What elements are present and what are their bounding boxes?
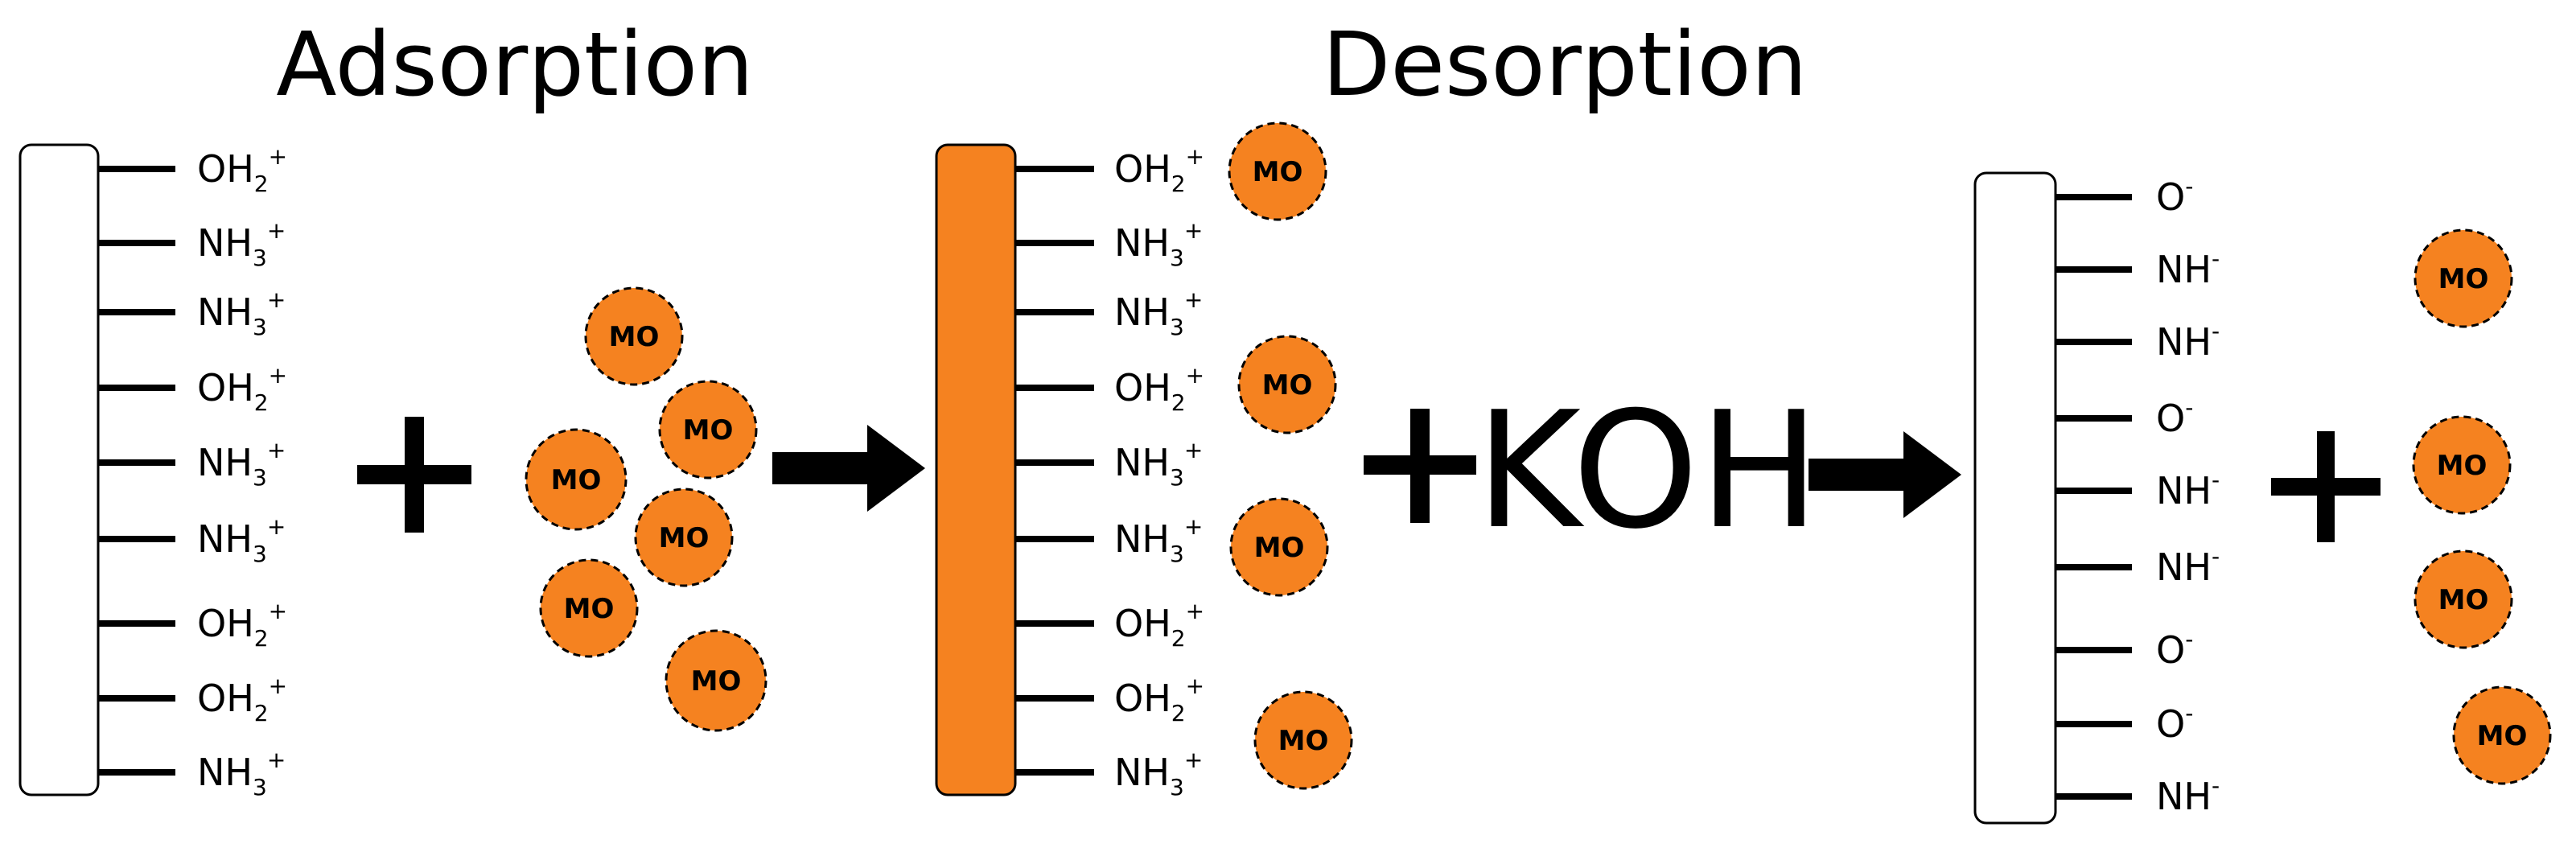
mo-molecule: MO: [525, 428, 628, 531]
plus-sign-3: [2271, 431, 2381, 542]
functional-group-label: NH3+: [1114, 437, 1203, 491]
mo-label: MO: [1253, 156, 1303, 188]
functional-group-label: NH-: [2156, 467, 2220, 512]
mo-label: MO: [2477, 720, 2528, 752]
mo-molecule: MO: [1229, 497, 1329, 597]
mo-label: MO: [609, 321, 660, 353]
reagent-koh: KOH: [1475, 377, 1820, 565]
functional-group-label: NH-: [2156, 772, 2220, 818]
functional-group-label: NH3+: [197, 217, 286, 271]
mo-molecule: MO: [2452, 685, 2552, 785]
plus-sign-2: [1364, 409, 1476, 523]
functional-group-label: NH3+: [197, 286, 286, 340]
functional-group-label: NH3+: [1114, 286, 1203, 340]
surface-regenerated-bar: [1973, 171, 2057, 825]
title-adsorption: Adsorption: [276, 13, 754, 116]
mo-molecule: MO: [2412, 415, 2512, 515]
functional-group-label: O-: [2156, 394, 2193, 440]
adsorbed-mo-group: MO MO MO MO: [1228, 121, 1353, 790]
mo-label: MO: [551, 464, 602, 496]
functional-group-label: OH2+: [1114, 673, 1204, 726]
functional-group-label: OH2+: [197, 673, 287, 726]
mo-molecule: MO: [2413, 228, 2513, 328]
functional-group-label: NH3+: [197, 513, 286, 567]
mo-label: MO: [2437, 450, 2488, 482]
functional-group-label: OH2+: [1114, 362, 1204, 416]
mo-label: MO: [1254, 532, 1305, 564]
functional-group-label: OH2+: [197, 362, 287, 416]
functional-group-label: O-: [2156, 626, 2193, 672]
functional-group-label: O-: [2156, 700, 2193, 746]
functional-group-label: OH2+: [1114, 143, 1204, 197]
functional-group-label: NH3+: [1114, 217, 1203, 271]
title-desorption: Desorption: [1323, 13, 1808, 116]
functional-group-label: OH2+: [197, 143, 287, 197]
mo-label: MO: [691, 665, 742, 698]
mo-label: MO: [2438, 263, 2489, 295]
mo-label: MO: [1262, 369, 1313, 401]
functional-group-label: OH2+: [197, 598, 287, 652]
mo-molecule: MO: [1237, 335, 1337, 434]
mo-molecule: MO: [665, 629, 767, 732]
surface-loaded-bar: [935, 143, 1017, 796]
mo-label: MO: [564, 593, 615, 625]
surface-fresh: OH2+ NH3+ NH3+ OH2+ NH3+ NH3+ OH2+ OH2+ NH3+: [19, 143, 287, 800]
mo-label: MO: [683, 414, 734, 447]
functional-group-label: NH3+: [1114, 747, 1203, 800]
mo-molecule: MO: [1253, 690, 1353, 790]
functional-group-label: NH-: [2156, 543, 2220, 589]
functional-group-label: OH2+: [1114, 598, 1204, 652]
arrow-adsorb: [772, 425, 925, 512]
functional-group-label: O-: [2156, 173, 2193, 219]
surface-fresh-bar: [19, 143, 100, 796]
plus-sign-1: [357, 417, 471, 533]
surface-loaded: OH2+ NH3+ NH3+ OH2+ NH3+ NH3+ OH2+ OH2+ NH3+: [935, 143, 1204, 800]
functional-group-label: NH3+: [197, 437, 286, 491]
released-mo-group: MO MO MO MO: [2412, 228, 2552, 785]
mo-molecule: MO: [1228, 121, 1327, 221]
mo-molecule: MO: [634, 488, 734, 587]
functional-group-label: NH3+: [1114, 513, 1203, 567]
arrow-desorb: [1809, 431, 1961, 518]
mo-label: MO: [659, 522, 710, 554]
mo-molecule: MO: [2413, 549, 2513, 649]
functional-group-label: NH3+: [197, 747, 286, 800]
mo-molecule: MO: [539, 558, 639, 658]
functional-group-label: NH-: [2156, 245, 2220, 291]
mo-molecule: MO: [584, 286, 684, 386]
mo-label: MO: [1278, 725, 1329, 757]
surface-regenerated: O- NH- NH- O- NH- NH- O- O- NH-: [1973, 171, 2220, 825]
free-mo-cluster: MO MO MO MO MO MO: [525, 286, 767, 732]
functional-group-label: NH-: [2156, 318, 2220, 364]
mo-molecule: MO: [658, 380, 758, 479]
mo-label: MO: [2438, 584, 2489, 616]
